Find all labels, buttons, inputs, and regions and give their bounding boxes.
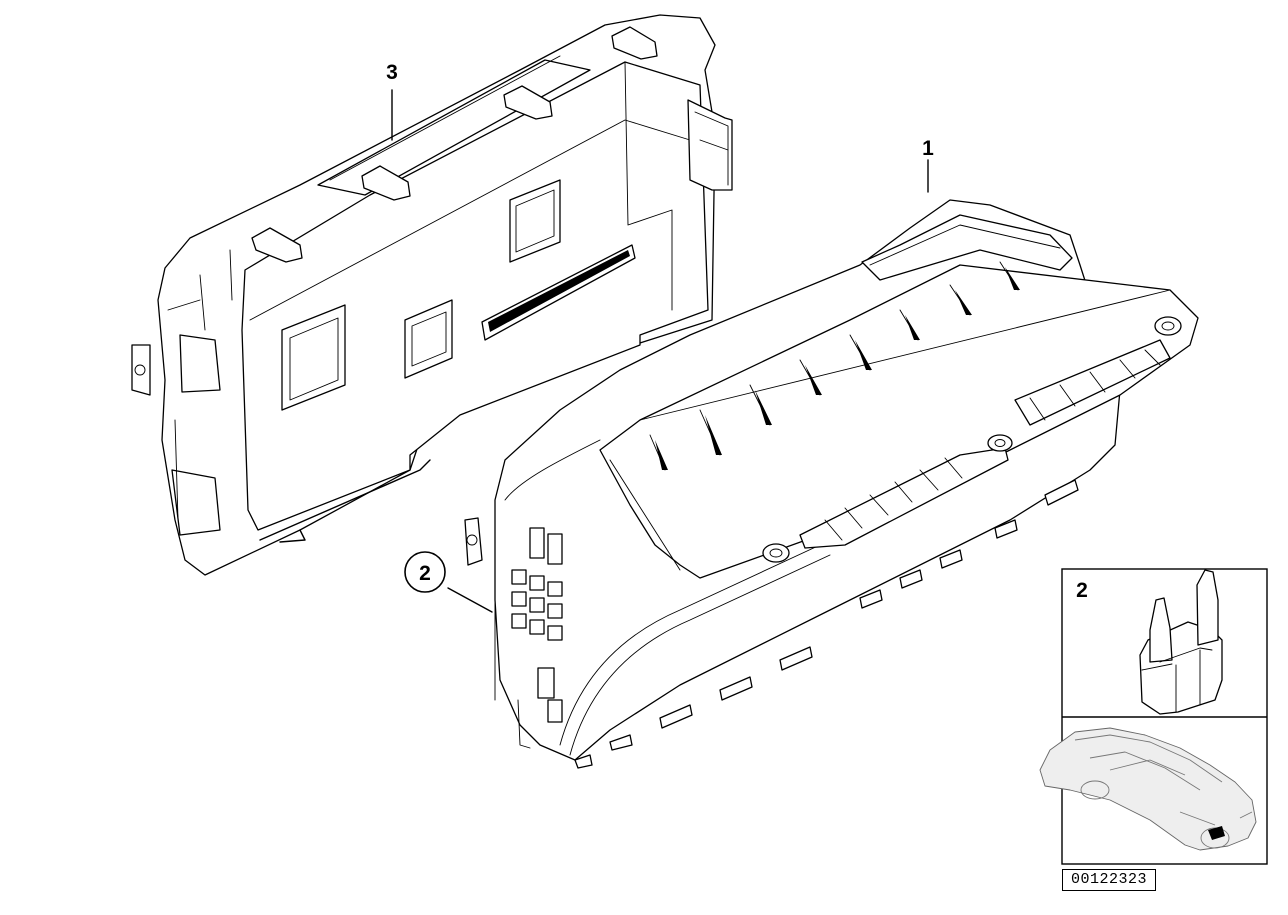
- callout-3: 3: [386, 61, 398, 84]
- inset-callout-2: 2: [1076, 579, 1088, 602]
- callout-1: 1: [922, 137, 934, 160]
- callout-2: 2: [419, 562, 431, 585]
- callout-2-circle: [404, 551, 446, 593]
- clip-icon: [1139, 569, 1223, 715]
- vehicle-silhouette-icon: [1039, 727, 1257, 851]
- leader-lines: [391, 89, 929, 613]
- reference-number: 00122323: [1062, 869, 1156, 891]
- part-1-cluster-housing-drawing: [464, 199, 1199, 769]
- part-3-rear-cover-drawing: [131, 14, 733, 576]
